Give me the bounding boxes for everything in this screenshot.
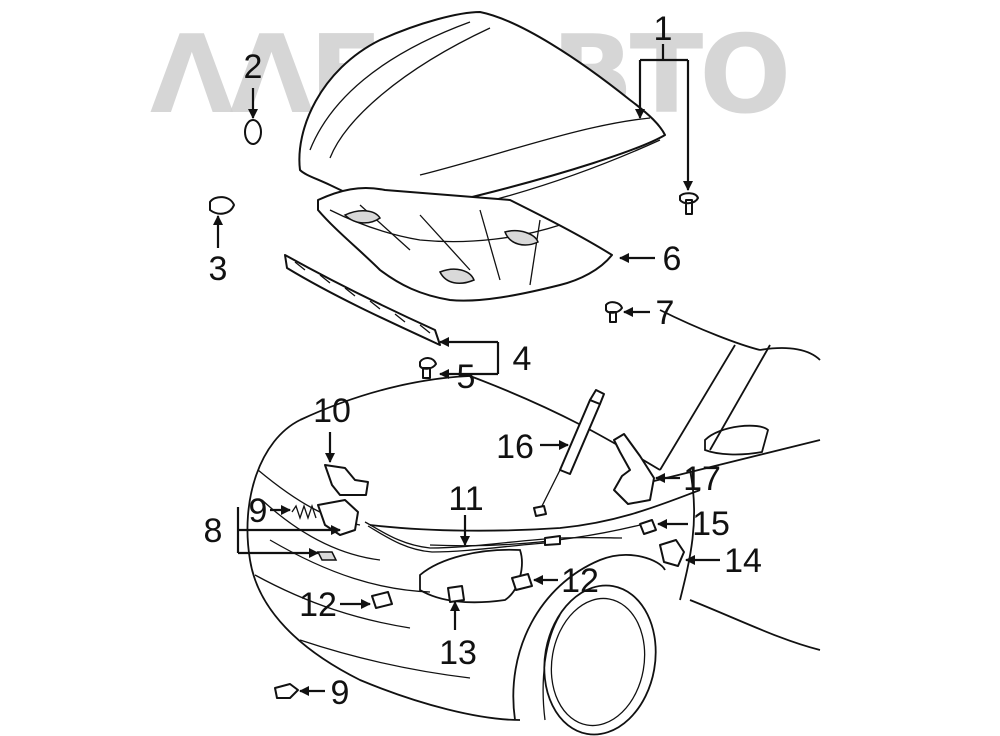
part-16-strut xyxy=(559,399,601,475)
part-8-bolt xyxy=(316,551,338,561)
leader-lines xyxy=(213,44,720,696)
part-12-clip-left xyxy=(371,591,393,609)
part-7-clip xyxy=(605,301,623,323)
callout-5: 5 xyxy=(457,358,476,396)
callout-12-left: 12 xyxy=(299,586,337,624)
part-8-latch xyxy=(317,499,359,536)
callout-2: 2 xyxy=(244,48,263,86)
callout-3: 3 xyxy=(209,250,228,288)
callout-9-upper: 9 xyxy=(249,492,268,530)
callout-12-right: 12 xyxy=(561,562,599,600)
callout-17: 17 xyxy=(683,460,721,498)
callout-15: 15 xyxy=(692,505,730,543)
part-14-bracket xyxy=(659,539,685,567)
callout-4: 4 xyxy=(513,340,532,378)
callout-9-lower: 9 xyxy=(331,674,350,712)
part-2-cap xyxy=(244,119,262,145)
part-12-clip-right xyxy=(511,573,533,591)
part-9-spring xyxy=(291,503,317,521)
callout-13: 13 xyxy=(439,634,477,672)
hood-inner-panel xyxy=(317,187,613,302)
part-10-lock xyxy=(324,464,369,496)
part-11-cable xyxy=(364,521,623,549)
callout-8: 8 xyxy=(204,512,223,550)
part-13-clip xyxy=(447,585,465,603)
part-17-hinge xyxy=(613,433,655,505)
callout-16: 16 xyxy=(496,428,534,466)
callout-1: 1 xyxy=(654,10,673,48)
callout-6: 6 xyxy=(663,240,682,278)
callout-10: 10 xyxy=(313,392,351,430)
small-parts xyxy=(209,119,699,699)
part-5-clip xyxy=(419,357,437,379)
callout-14: 14 xyxy=(724,542,762,580)
part-3-clip xyxy=(209,196,235,215)
part-15-clip xyxy=(639,519,657,535)
callout-11: 11 xyxy=(448,480,483,518)
part-9-bolt xyxy=(274,683,299,699)
callout-labels: 1 2 3 4 5 6 7 8 9 9 10 11 12 12 13 14 15… xyxy=(204,10,762,712)
part-1-stop xyxy=(679,192,699,215)
callout-7: 7 xyxy=(656,294,675,332)
